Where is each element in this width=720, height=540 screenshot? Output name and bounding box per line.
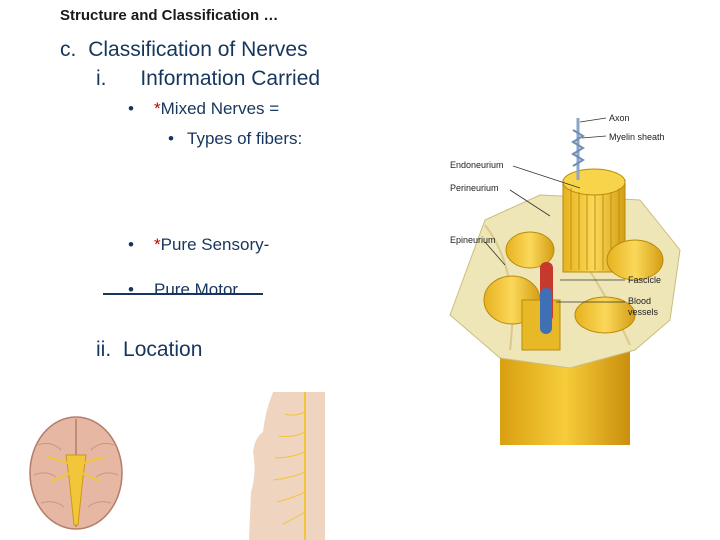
section-i-heading: i. Information Carried (96, 67, 320, 91)
bullet-dot: • (128, 99, 134, 118)
label-myelin-sheath: Myelin sheath (609, 132, 665, 142)
bullet-dot: • (168, 129, 174, 148)
section-c-heading: c. Classification of Nerves (60, 38, 308, 62)
fascicle-small-1 (505, 231, 555, 269)
fascicle-small-4 (574, 296, 636, 334)
section-c-marker: c. (60, 38, 77, 61)
fascicle-top-end (562, 168, 626, 196)
bullet-pure-motor: • Pure Motor (128, 280, 238, 300)
label-endoneurium: Endoneurium (450, 160, 504, 170)
brain-image (29, 416, 123, 530)
label-epineurium: Epineurium (450, 235, 496, 245)
label-axon: Axon (609, 113, 630, 123)
label-vessels: vessels (628, 307, 659, 317)
label-perineurium: Perineurium (450, 183, 499, 193)
bullet-text: Mixed Nerves = (160, 99, 280, 118)
section-i-marker: i. (96, 67, 107, 90)
bullet-text: Pure Motor (154, 280, 239, 299)
nerve-structure-diagram: Axon Myelin sheath Endoneurium Perineuri… (449, 113, 681, 445)
section-c-title: Classification of Nerves (88, 38, 308, 61)
vein (540, 288, 552, 334)
spinal-nerves-back-image (249, 392, 325, 540)
bullet-text: Pure Sensory- (160, 235, 270, 254)
slide-header: Structure and Classification … (60, 7, 279, 24)
section-ii-title: Location (123, 338, 203, 361)
section-i-title: Information Carried (140, 67, 321, 90)
bullet-fiber-types: • Types of fibers: (168, 129, 302, 149)
asterisk-marker: * (154, 99, 161, 118)
asterisk-marker: * (154, 235, 161, 254)
label-blood: Blood (628, 296, 651, 306)
section-ii-marker: ii. (96, 338, 112, 361)
bullet-text: Types of fibers: (187, 129, 303, 148)
strikethrough-line (103, 293, 263, 295)
bullet-pure-sensory: • *Pure Sensory- (128, 235, 269, 255)
bullet-dot: • (128, 235, 134, 254)
fascicle-small-3 (606, 239, 664, 281)
bullet-mixed-nerves: • *Mixed Nerves = (128, 99, 279, 119)
bullet-dot: • (128, 280, 134, 299)
section-ii-heading: ii. Location (96, 338, 202, 362)
label-fascicle: Fascicle (628, 275, 661, 285)
